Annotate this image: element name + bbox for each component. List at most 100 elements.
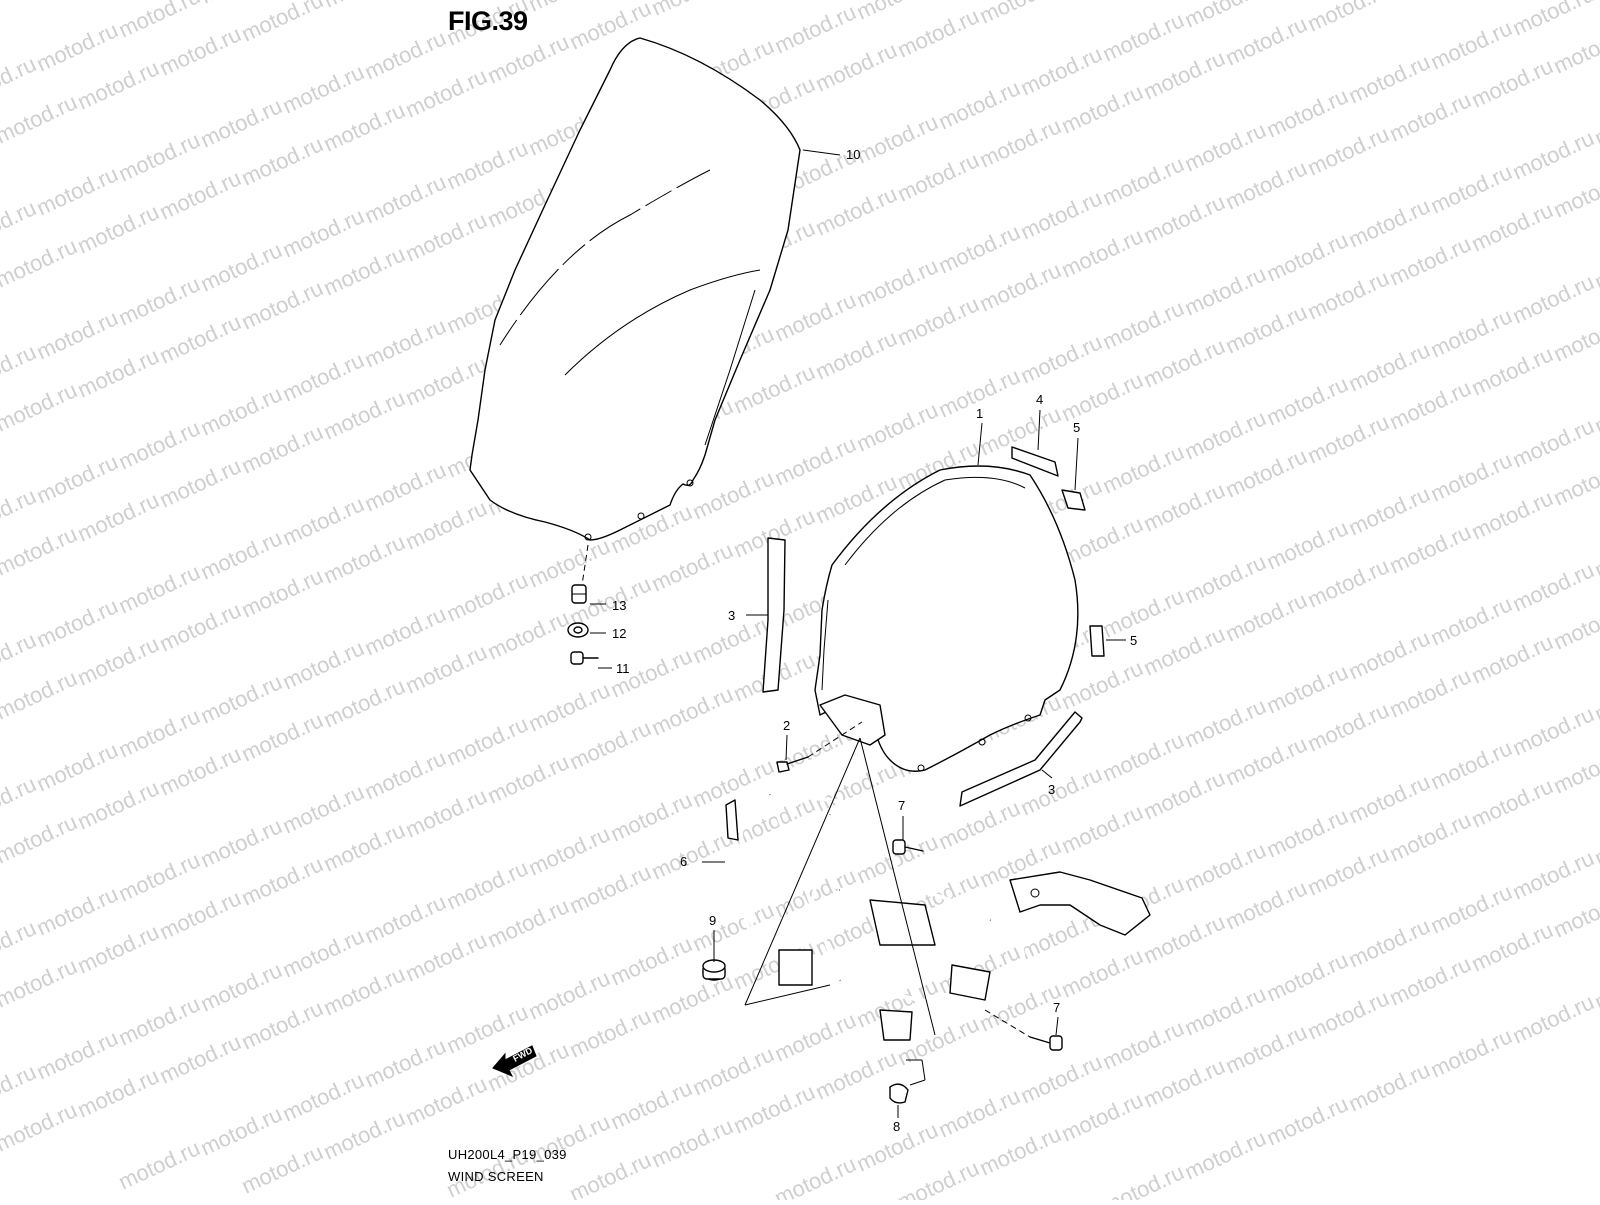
watermark-text: motod.ru (115, 1135, 204, 1194)
watermark-text: motod.ru (1263, 371, 1352, 430)
watermark-text: motod.ru (0, 1097, 81, 1156)
callout-9: 9 (709, 913, 716, 928)
watermark-text: motod.ru (812, 1045, 901, 1104)
callout-8: 8 (893, 1119, 900, 1134)
callout-12: 12 (612, 626, 626, 641)
watermark-text: motod.ru (0, 521, 81, 580)
nut-part-9 (702, 959, 726, 981)
watermark-text: motod.ru (443, 567, 532, 626)
watermark-text: motod.ru (1017, 1049, 1106, 1108)
watermark-text: motod.ru (74, 343, 163, 402)
watermark-text: motod.ru (1427, 735, 1516, 794)
pad-strip-part-3-left (762, 537, 786, 693)
watermark-text: motod.ru (361, 745, 450, 804)
watermark-text: motod.ru (1058, 79, 1147, 138)
watermark-text: motod.ru (1181, 549, 1270, 608)
watermark-text: motod.ru (853, 829, 942, 888)
watermark-text: motod.ru (33, 1025, 122, 1084)
bolt-part-7-lower (984, 1009, 1063, 1051)
watermark-text: motod.ru (320, 97, 409, 156)
watermark-text: motod.ru (1345, 481, 1434, 540)
watermark-text: motod.ru (1140, 333, 1229, 392)
watermark-text: motod.ru (1427, 591, 1516, 650)
watermark-text: motod.ru (566, 715, 655, 774)
watermark-text: motod.ru (33, 593, 122, 652)
watermark-text: motod.ru (320, 529, 409, 588)
watermark-text: motod.ru (279, 635, 368, 694)
watermark-text: motod.ru (238, 995, 327, 1054)
watermark-text: motod.ru (402, 495, 491, 554)
watermark-text: motod.ru (279, 347, 368, 406)
watermark-text: motod.ru (443, 135, 532, 194)
stay-frame-part-6 (725, 789, 1151, 1041)
watermark-text: motod.ru (648, 0, 737, 21)
watermark-text: motod.ru (1222, 731, 1311, 790)
watermark-text: motod.ru (1509, 557, 1598, 616)
bracket-part-1 (814, 465, 1079, 772)
watermark-text: motod.ru (1345, 49, 1434, 108)
watermark-text: motod.ru (1263, 947, 1352, 1006)
watermark-text: motod.ru (1140, 909, 1229, 968)
watermark-text: motod.ru (238, 0, 327, 47)
watermark-text: motod.ru (156, 21, 245, 80)
watermark-text: motod.ru (197, 93, 286, 152)
watermark-text: motod.ru (361, 313, 450, 372)
watermark-text: motod.ru (279, 923, 368, 982)
watermark-text: motod.ru (1304, 0, 1393, 37)
watermark-text: motod.ru (648, 681, 737, 740)
watermark-text: motod.ru (0, 195, 40, 254)
watermark-text: motod.ru (1058, 367, 1147, 426)
watermark-text: motod.ru (156, 1029, 245, 1088)
bolt-part-7-upper (892, 839, 924, 855)
watermark-text: motod.ru (1509, 989, 1598, 1048)
watermark-text: motod.ru (771, 431, 860, 490)
watermark-text: motod.ru (771, 0, 860, 59)
callout-labels: 10 1 4 5 5 3 3 2 13 12 11 6 7 7 9 8 (612, 147, 1137, 1134)
watermark-text: motod.ru (1304, 553, 1393, 612)
windscreen-part-10 (469, 37, 801, 541)
watermark-text: motod.ru (689, 465, 778, 524)
watermark-text: motod.ru (361, 1033, 450, 1092)
watermark-text: motod.ru (1058, 943, 1147, 1002)
watermark-text: motod.ru (1140, 621, 1229, 680)
watermark-text: motod.ru (1550, 451, 1600, 510)
watermark-text: motod.ru (894, 291, 983, 350)
watermark-text: motod.ru (1468, 629, 1557, 688)
watermark-text: motod.ru (771, 287, 860, 346)
watermark-text: motod.ru (197, 381, 286, 440)
grommet-part-13 (571, 584, 587, 604)
watermark-text: motod.ru (894, 1155, 983, 1200)
watermark-text: motod.ru (0, 483, 40, 542)
callout-4: 4 (1036, 392, 1043, 407)
watermark-text: motod.ru (1345, 769, 1434, 828)
watermark-text: motod.ru (1386, 951, 1475, 1010)
watermark-text: motod.ru (484, 749, 573, 808)
watermark-text: motod.ru (115, 127, 204, 186)
callout-7-upper: 7 (898, 798, 905, 813)
watermark-text: motod.ru (1550, 883, 1600, 942)
watermark-text: motod.ru (443, 711, 532, 770)
watermark-text: motod.ru (0, 953, 81, 1012)
watermark-text: motod.ru (74, 631, 163, 690)
figure-caption: WIND SCREEN (448, 1169, 544, 1184)
watermark-text: motod.ru (238, 419, 327, 478)
watermark-text: motod.ru (443, 999, 532, 1058)
watermark-text: motod.ru (566, 1003, 655, 1062)
watermark-text: motod.ru (238, 1139, 327, 1198)
watermark-text: motod.ru (1181, 1125, 1270, 1184)
watermark-text: motod.ru (402, 351, 491, 410)
watermark-text: motod.ru (238, 131, 327, 190)
washer-part-12 (567, 622, 589, 638)
watermark-text: motod.ru (1468, 773, 1557, 832)
callout-6: 6 (680, 854, 687, 869)
callout-13: 13 (612, 598, 626, 613)
watermark-text: motod.ru (33, 161, 122, 220)
watermark-text: motod.ru (1427, 879, 1516, 938)
watermark-text: motod.ru (0, 915, 40, 974)
watermark-text: motod.ru (1509, 269, 1598, 328)
watermark-text: motod.ru (74, 1063, 163, 1122)
watermark-text: motod.ru (1427, 159, 1516, 218)
watermark-text: motod.ru (976, 977, 1065, 1036)
